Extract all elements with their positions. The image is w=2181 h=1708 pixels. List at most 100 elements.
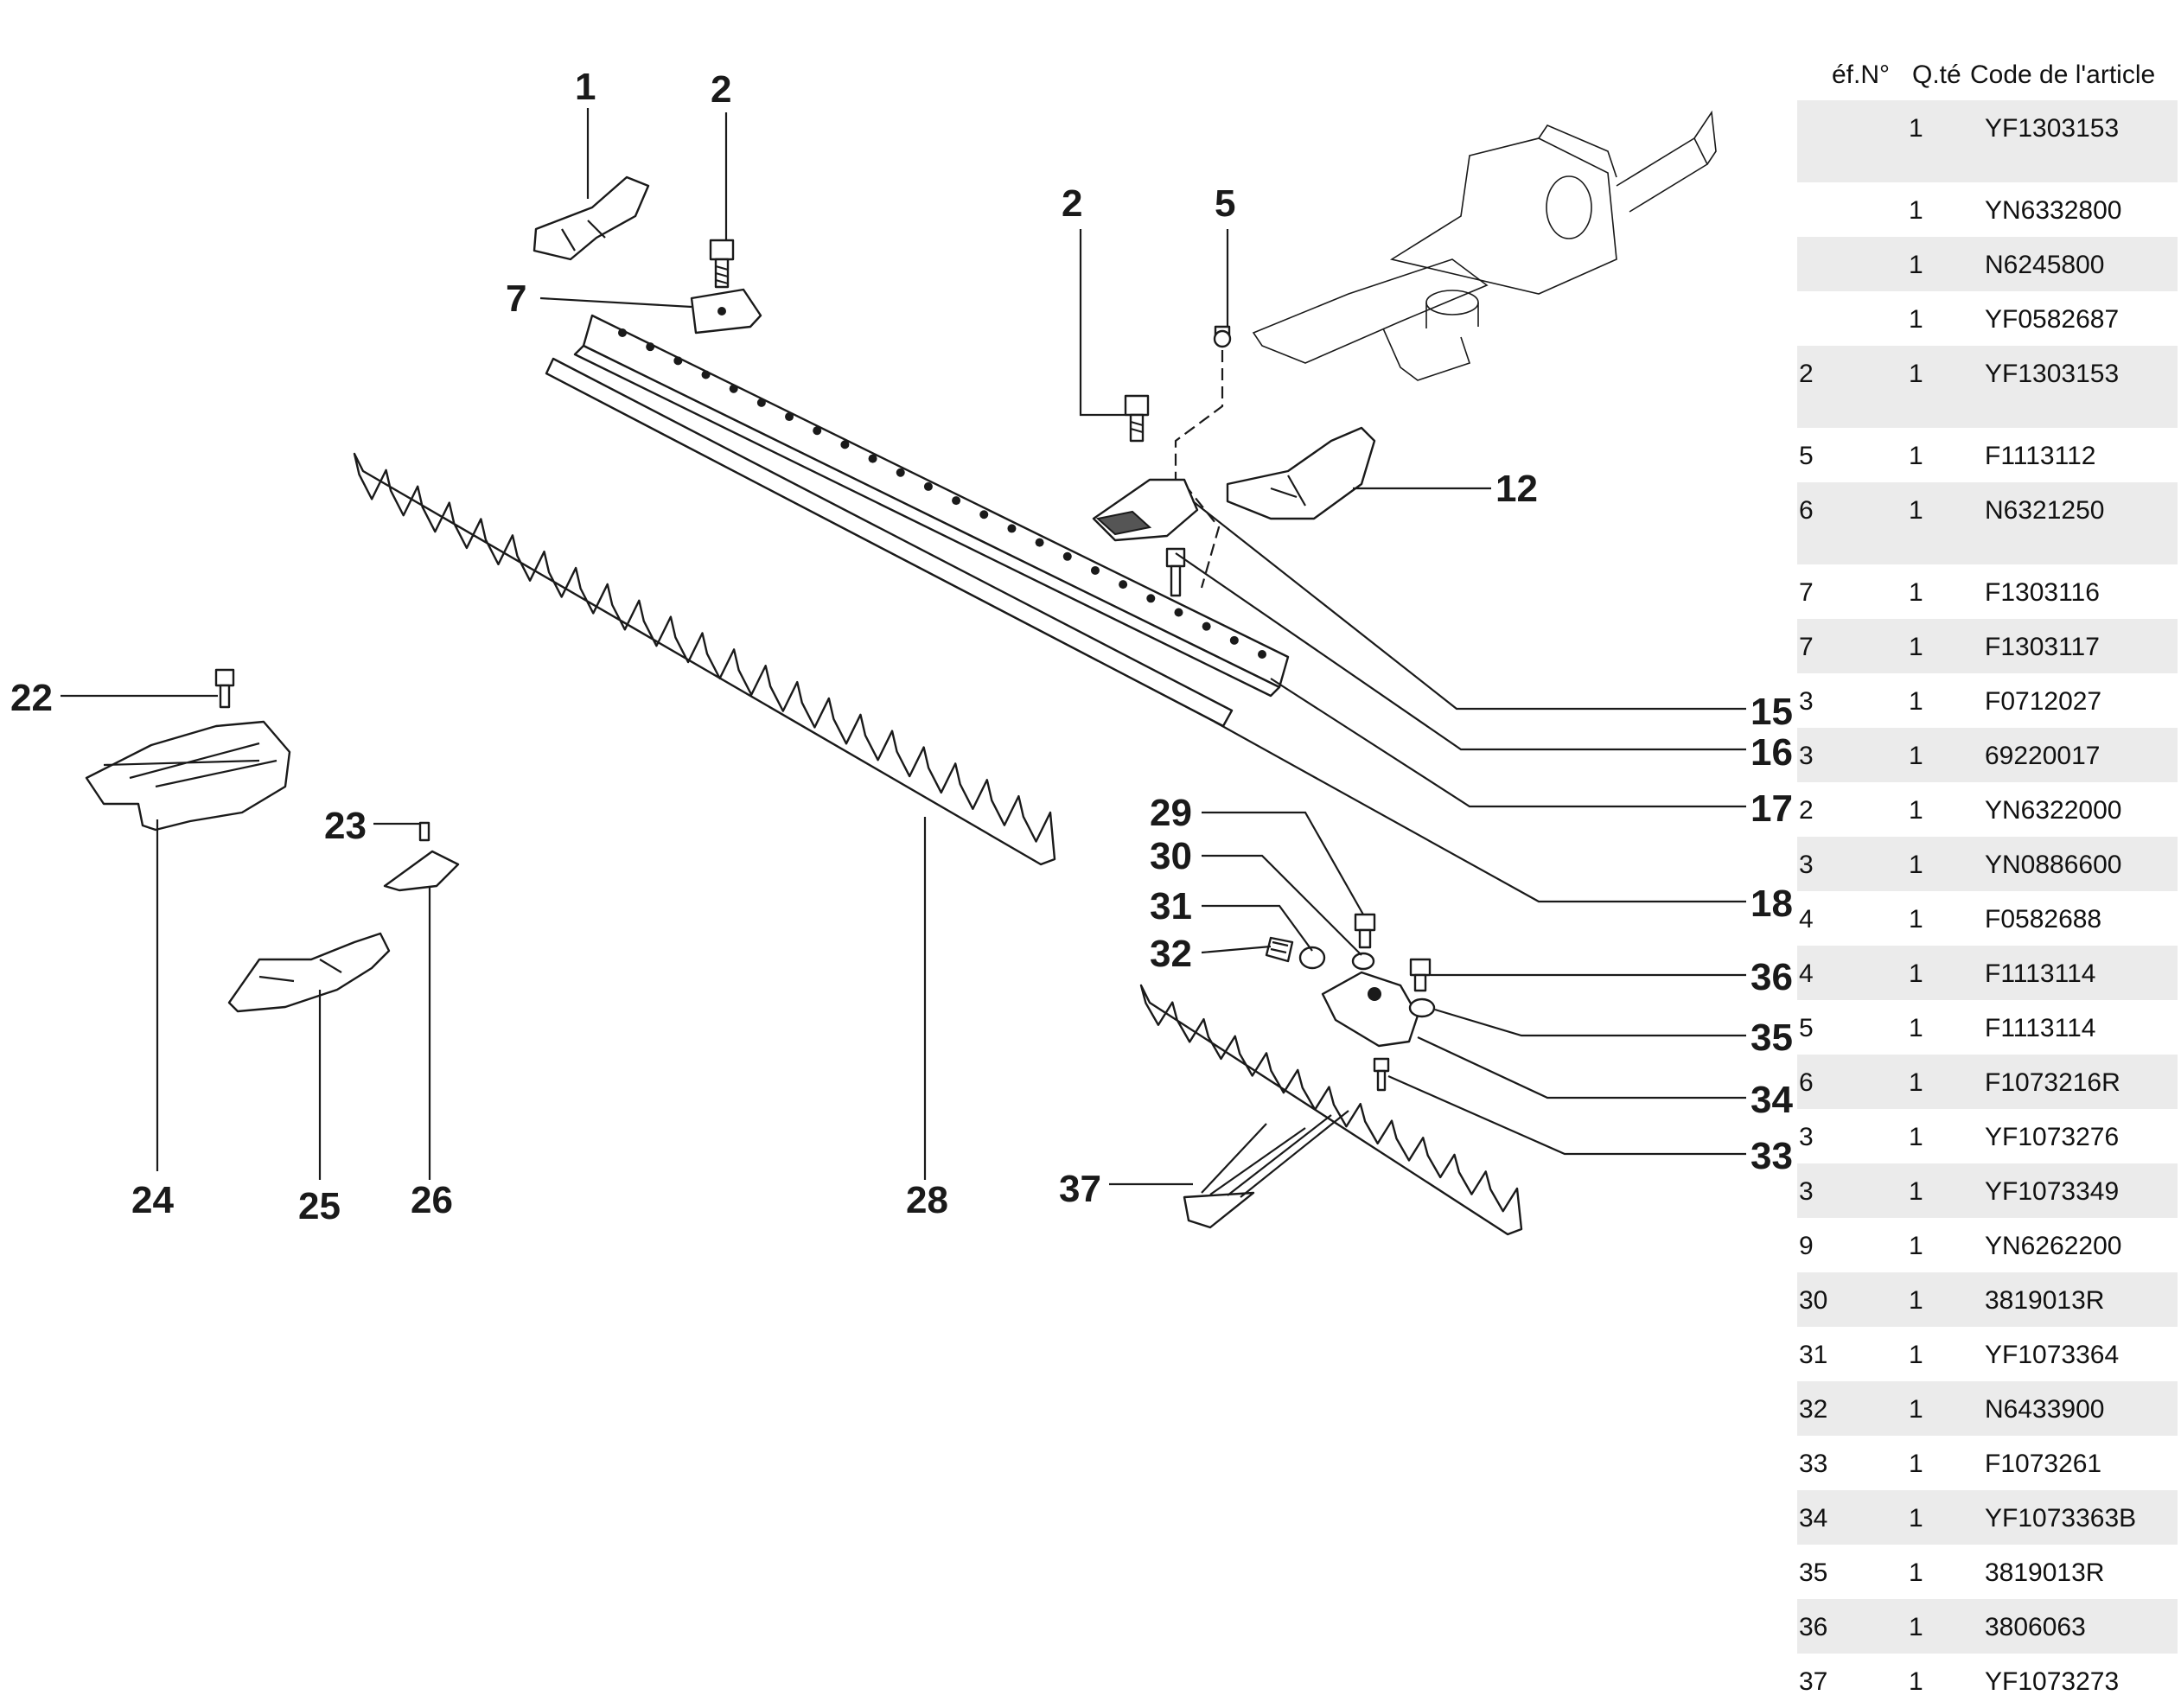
cell-ref: 33 [1799, 1450, 1828, 1478]
cell-qty: 1 [1909, 1395, 1923, 1424]
bar-hole [1035, 538, 1044, 547]
table-row: 1 YF1303153 [1797, 100, 2178, 182]
cell-ref: 34 [1799, 1504, 1828, 1533]
bar-hole [756, 398, 766, 407]
cell-qty: 1 [1909, 1014, 1923, 1042]
cell-qty: 1 [1909, 1613, 1923, 1641]
cell-qty: 1 [1909, 687, 1923, 716]
guard-part-25 [227, 932, 391, 1013]
cell-code: N6433900 [1985, 1395, 2105, 1424]
header-ref: éf.N° [1832, 61, 1891, 89]
callout-36: 36 [1751, 956, 1793, 998]
clamp-part-15-16 [1092, 478, 1199, 597]
callout-7: 7 [506, 277, 526, 320]
cell-code: F1303117 [1985, 633, 2100, 661]
bar-hole [1202, 621, 1211, 631]
bar-hole [868, 454, 877, 463]
bar-hole [673, 356, 683, 366]
cell-qty: 1 [1909, 1504, 1923, 1533]
cell-code: F1113112 [1985, 442, 2096, 470]
cell-qty: 1 [1909, 114, 1923, 143]
cell-qty: 1 [1909, 251, 1923, 279]
callout-29: 29 [1150, 792, 1192, 834]
callout-18: 18 [1751, 883, 1793, 925]
callout-30: 30 [1150, 835, 1192, 877]
bar-hole [896, 468, 905, 477]
cell-qty: 1 [1909, 496, 1923, 525]
plate-part-26 [383, 821, 460, 892]
callout-35: 35 [1751, 1017, 1793, 1059]
callout-23: 23 [324, 805, 367, 847]
callouts: 1 2 2 5 7 12 15 16 17 18 22 23 24 25 26 … [10, 66, 1793, 1227]
bar-holes [618, 328, 1266, 659]
callout-16: 16 [1751, 731, 1793, 774]
callout-34: 34 [1751, 1079, 1793, 1121]
cell-ref: 6 [1799, 1068, 1814, 1097]
bar-hole [1258, 650, 1266, 659]
cell-ref: 5 [1799, 1014, 1814, 1042]
callout-24: 24 [131, 1179, 174, 1221]
bar-hole [813, 426, 822, 436]
cell-ref: 5 [1799, 442, 1814, 470]
leader-lines [61, 108, 1746, 1186]
callout-26: 26 [411, 1179, 453, 1221]
cell-qty: 1 [1909, 1667, 1923, 1696]
cell-qty: 1 [1909, 196, 1923, 225]
callout-22: 22 [10, 677, 53, 719]
cell-qty: 1 [1909, 1068, 1923, 1097]
callout-32: 32 [1150, 933, 1192, 975]
callout-1: 1 [575, 66, 596, 108]
cell-ref: 3 [1799, 851, 1814, 879]
cell-code: F1113114 [1985, 1014, 2096, 1042]
bar-hole [1007, 524, 1017, 533]
cell-qty: 1 [1909, 1341, 1923, 1369]
knife-section [353, 452, 1056, 866]
cell-code: F0712027 [1985, 687, 2102, 716]
cell-qty: 1 [1909, 851, 1923, 879]
cell-qty: 1 [1909, 305, 1923, 334]
callout-31: 31 [1150, 885, 1192, 927]
guard-part-24 [85, 668, 291, 832]
table-row: 5 1 F1113114 [1797, 1000, 2178, 1055]
bar-hole [729, 384, 738, 393]
cell-ref: 2 [1799, 360, 1814, 388]
cell-ref: 36 [1799, 1613, 1828, 1641]
callout-15: 15 [1751, 691, 1793, 733]
cell-code: YF1073349 [1985, 1177, 2120, 1206]
bar-hole [840, 440, 850, 449]
cell-code: 3806063 [1985, 1613, 2086, 1641]
cell-qty: 1 [1909, 742, 1923, 770]
cell-qty: 1 [1909, 1286, 1923, 1315]
bar-hole [923, 481, 933, 491]
cell-code: N6245800 [1985, 251, 2105, 279]
cell-ref: 7 [1799, 633, 1814, 661]
cell-code: YN0886600 [1985, 851, 2122, 879]
cell-code: YF1303153 [1985, 114, 2120, 143]
cell-ref: 37 [1799, 1667, 1828, 1696]
callout-5: 5 [1215, 182, 1235, 225]
cell-code: F1073261 [1985, 1450, 2102, 1478]
cell-ref: 6 [1799, 496, 1814, 525]
bar-hole [1146, 594, 1156, 603]
bar-hole [1119, 580, 1128, 590]
cell-code: 3819013R [1985, 1558, 2105, 1587]
cell-ref: 3 [1799, 687, 1814, 716]
cell-ref: 2 [1799, 796, 1814, 825]
bar-hole [979, 510, 989, 519]
cell-code: YF1073276 [1985, 1123, 2120, 1151]
cell-ref: 32 [1799, 1395, 1828, 1424]
